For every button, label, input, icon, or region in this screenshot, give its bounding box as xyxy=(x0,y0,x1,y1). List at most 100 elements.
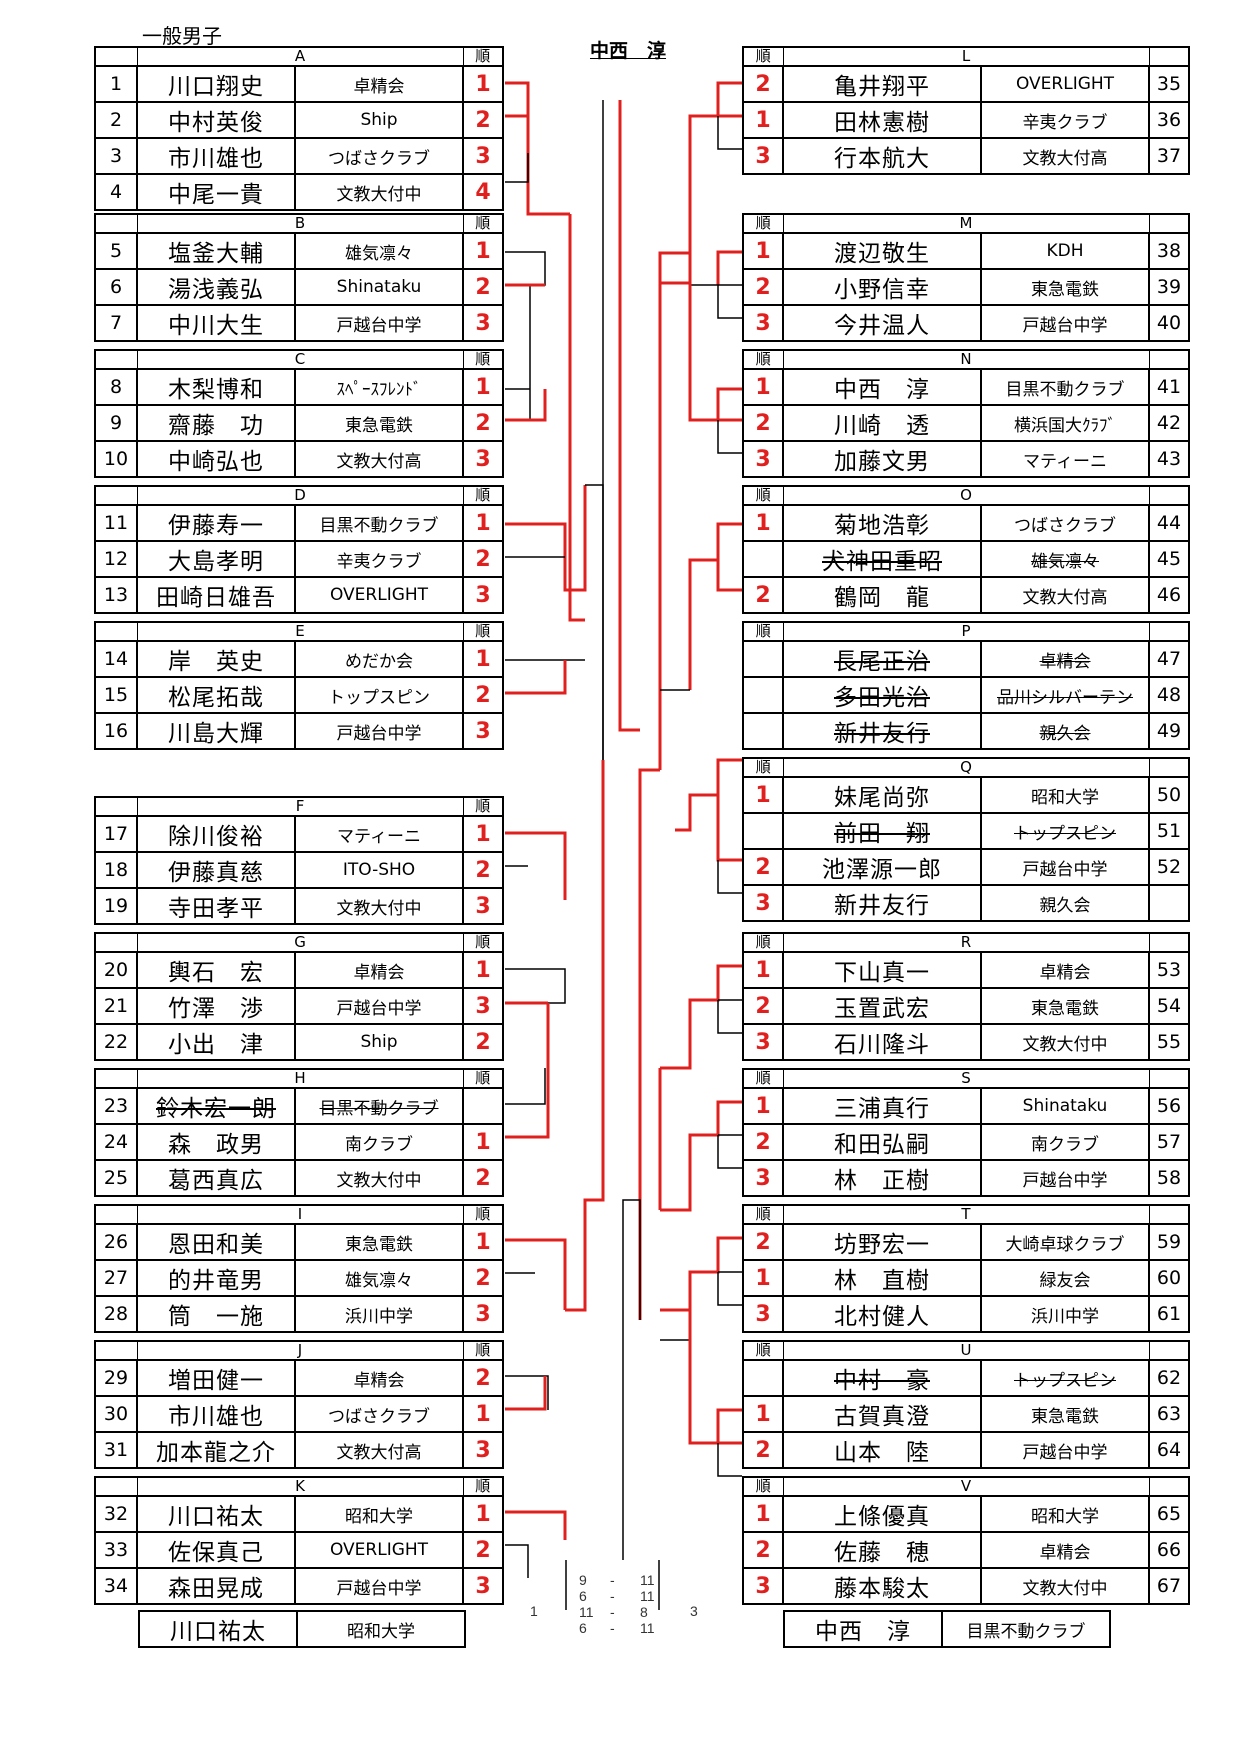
player-number: 26 xyxy=(94,1223,138,1261)
player-name: 岸 英史 xyxy=(136,640,296,678)
player-club: 東急電鉄 xyxy=(294,1223,464,1261)
player-club: 目黒不動クラブ xyxy=(979,368,1151,406)
player-rank: 3 xyxy=(462,440,505,478)
player-number: 13 xyxy=(94,576,138,614)
player-club: 東急電鉄 xyxy=(293,404,465,442)
player-club: 目黒不動クラブ xyxy=(294,1087,464,1125)
player-name: 山本 陸 xyxy=(782,1431,982,1469)
player-name: 加藤文男 xyxy=(782,440,982,478)
player-name: 川崎 透 xyxy=(782,404,982,442)
player-name: 新井友行 xyxy=(782,884,982,922)
player-number: 19 xyxy=(94,887,138,925)
group-header-blank xyxy=(1148,485,1190,506)
final-left-name: 川口祐太 xyxy=(138,1610,298,1648)
player-name: 的井竜男 xyxy=(136,1259,296,1297)
player-rank: 3 xyxy=(462,304,505,342)
player-number: 34 xyxy=(94,1567,138,1605)
player-name: 塩釜大輔 xyxy=(136,232,296,270)
player-rank: 1 xyxy=(462,815,505,853)
final-left-box: 川口祐太 昭和大学 xyxy=(138,1610,466,1648)
player-number: 40 xyxy=(1148,304,1191,342)
rank-header: 順 xyxy=(742,1340,784,1361)
player-club: 文教大付中 xyxy=(293,887,465,925)
player-rank: 2 xyxy=(742,1431,784,1469)
player-name: 恩田和美 xyxy=(136,1223,296,1261)
player-number: 49 xyxy=(1148,712,1191,750)
player-number: 57 xyxy=(1148,1123,1190,1161)
player-club: 東急電鉄 xyxy=(979,268,1151,306)
player-number: 46 xyxy=(1148,576,1190,614)
group-id: R xyxy=(782,932,1150,953)
player-number: 65 xyxy=(1148,1495,1191,1533)
player-rank: 2 xyxy=(462,851,505,889)
player-number: 15 xyxy=(94,676,138,714)
player-rank: 2 xyxy=(742,1123,784,1161)
player-name: 伊藤真慈 xyxy=(136,851,296,889)
player-club: KDH xyxy=(979,232,1151,270)
player-number: 59 xyxy=(1148,1223,1191,1261)
player-number: 39 xyxy=(1148,268,1191,306)
player-club: 卓精会 xyxy=(980,951,1150,989)
final-right-name: 中西 淳 xyxy=(783,1610,943,1648)
player-number: 2 xyxy=(94,101,138,139)
player-club: Shinataku xyxy=(293,268,465,306)
player-name: 川島大輝 xyxy=(136,712,296,750)
player-number: 4 xyxy=(94,173,138,211)
player-rank xyxy=(742,640,784,678)
player-rank: 1 xyxy=(742,232,784,270)
player-club: Shinataku xyxy=(980,1087,1150,1125)
player-name: 石川隆斗 xyxy=(782,1023,982,1061)
player-number: 8 xyxy=(94,368,138,406)
player-rank: 1 xyxy=(462,1223,504,1261)
player-name: 市川雄也 xyxy=(136,137,296,175)
player-number: 23 xyxy=(94,1087,138,1125)
player-club: 雄気凛々 xyxy=(293,232,465,270)
bracket-win-line xyxy=(716,795,742,862)
player-rank: 1 xyxy=(742,101,784,139)
player-number: 64 xyxy=(1148,1431,1191,1469)
score-a: 11 xyxy=(579,1604,594,1620)
bracket-line xyxy=(505,968,566,1004)
player-rank: 1 xyxy=(742,1087,784,1125)
player-name: 亀井翔平 xyxy=(782,65,982,103)
player-number: 38 xyxy=(1148,232,1191,270)
player-number: 24 xyxy=(94,1123,138,1161)
player-name: 寺田孝平 xyxy=(136,887,296,925)
player-number: 67 xyxy=(1148,1567,1191,1605)
player-rank: 2 xyxy=(462,1359,504,1397)
score-b: 11 xyxy=(640,1588,655,1604)
player-number: 5 xyxy=(94,232,138,270)
rank-header: 順 xyxy=(462,349,505,370)
rank-header: 順 xyxy=(462,213,505,234)
bracket-line xyxy=(717,420,742,454)
player-rank xyxy=(742,712,784,750)
player-rank: 3 xyxy=(462,576,504,614)
bracket-win-line xyxy=(505,660,567,695)
player-number: 20 xyxy=(94,951,138,989)
player-rank: 1 xyxy=(462,65,505,103)
bracket-win-line xyxy=(658,251,742,770)
player-club: Ship xyxy=(294,1023,464,1061)
player-club: ITO-SHO xyxy=(293,851,465,889)
bracket-win-line xyxy=(716,387,742,420)
player-rank: 2 xyxy=(742,65,784,103)
rank-header: 順 xyxy=(742,1204,784,1225)
group-header-blank xyxy=(1148,46,1191,67)
bracket-win-line xyxy=(505,81,570,216)
player-number: 43 xyxy=(1148,440,1191,478)
player-club: 卓精会 xyxy=(293,65,465,103)
player-name: 坊野宏一 xyxy=(782,1223,982,1261)
